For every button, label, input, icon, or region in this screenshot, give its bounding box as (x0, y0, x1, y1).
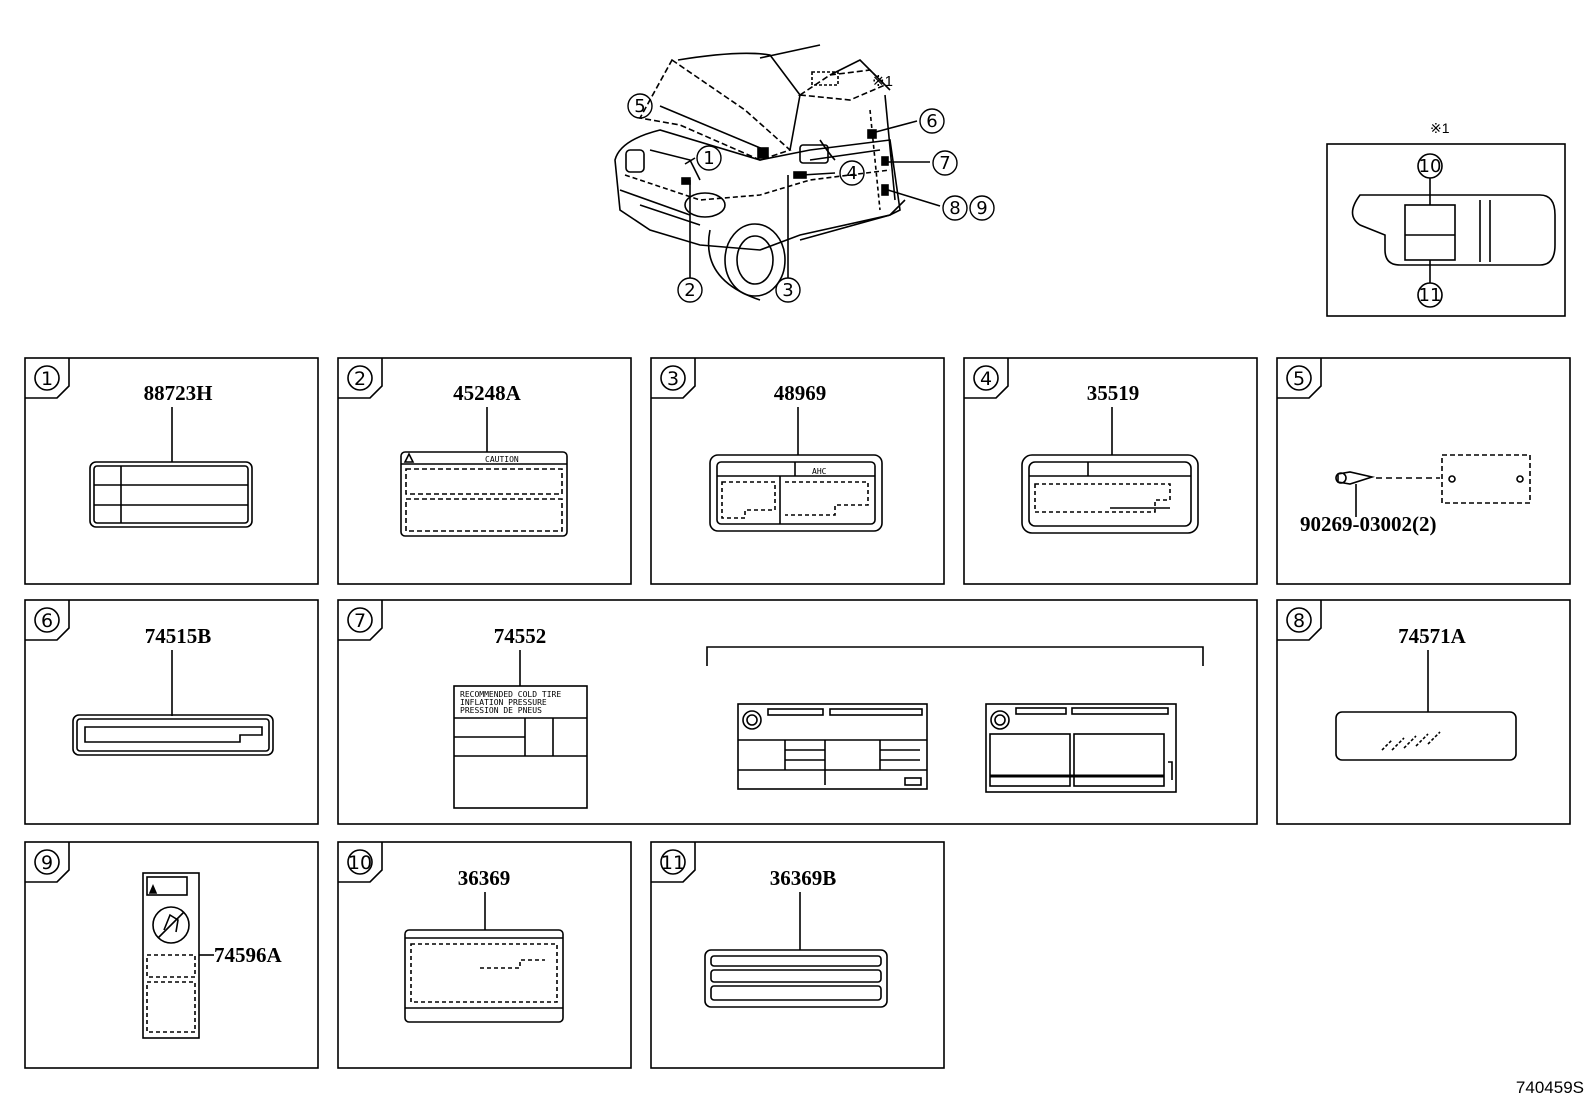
part-number: 36369B (770, 866, 837, 890)
panel-index: 3 (667, 368, 679, 390)
part-number: 35519 (1087, 381, 1140, 405)
part-number: 74596A (214, 943, 283, 967)
panel-8: 8 74571A (1276, 599, 1571, 825)
label-line: PRESSION DE PNEUS (460, 706, 542, 715)
front-wheel (724, 223, 786, 297)
panel-index: 5 (1293, 368, 1305, 390)
label-35519 (1021, 454, 1199, 534)
part-number: 90269-03002(2) (1300, 512, 1436, 536)
hood-outline (638, 58, 792, 161)
panel-index: 2 (354, 368, 366, 390)
panel-index: 10 (348, 852, 372, 874)
part-number: 74515B (145, 624, 212, 648)
panel-7: 7 74552 RECOMMENDED COLD TIRE INFLATION … (337, 599, 1258, 825)
callout-3: 3 (782, 280, 793, 301)
diagram-code: 740459S (1516, 1078, 1584, 1097)
screw-icon (1337, 471, 1376, 485)
callout-2: 2 (684, 280, 695, 301)
vehicle-overview: 5 1 2 3 4 6 7 8 9 ※1 (614, 44, 995, 303)
vehicle-body (614, 129, 901, 251)
label-caption: AHC (812, 467, 827, 476)
label-88723H (89, 461, 253, 528)
label-36369B (704, 949, 888, 1008)
part-number: 88723H (144, 381, 213, 405)
panel-10: 10 36369 (337, 841, 632, 1069)
no-child-seat-icon (152, 906, 190, 944)
panel-6: 6 74515B (24, 599, 319, 825)
panel-index: 4 (980, 368, 992, 390)
callout-9: 9 (976, 198, 987, 219)
callout-7: 7 (939, 153, 950, 174)
panel-index: 6 (41, 610, 53, 632)
note-mark: ※1 (872, 73, 893, 90)
callout-8: 8 (949, 198, 960, 219)
label-74515B (72, 714, 274, 756)
label-74571A (1335, 711, 1517, 761)
label-74552 (453, 685, 588, 809)
label-variant-b (985, 703, 1177, 793)
callout-5: 5 (634, 96, 645, 117)
part-number: 48969 (774, 381, 827, 405)
label-line: INFLATION PRESSURE (460, 698, 547, 707)
panel-1: 1 88723H (24, 357, 319, 585)
panel-index: 11 (661, 852, 685, 874)
inset-title: ※1 (1430, 120, 1450, 136)
callout-1: 1 (703, 148, 714, 169)
label-48969 (709, 454, 883, 532)
panel-index: 7 (354, 610, 366, 632)
panel-11: 11 36369B (650, 841, 945, 1069)
panel-2: 2 45248A CAUTION (337, 357, 632, 585)
panel-3: 3 48969 AHC (650, 357, 945, 585)
label-caption: CAUTION (485, 455, 519, 464)
part-number: 74571A (1398, 624, 1467, 648)
inset-callout-11: 11 (1419, 285, 1442, 306)
part-number: 74552 (494, 624, 547, 648)
panel-index: 8 (1293, 610, 1305, 632)
panel-index: 9 (41, 852, 53, 874)
label-36369 (404, 929, 564, 1023)
panel-index: 1 (41, 368, 53, 390)
label-45248A (400, 451, 568, 537)
panel-4: 4 35519 (963, 357, 1258, 585)
label-line: RECOMMENDED COLD TIRE (460, 690, 561, 699)
hood-panel (677, 52, 801, 151)
callout-6: 6 (926, 111, 937, 132)
callout-4: 4 (846, 163, 857, 184)
label-variant-a (737, 703, 928, 790)
part-number: 45248A (453, 381, 522, 405)
panel-9: 9 74596A (24, 841, 319, 1069)
part-number: 36369 (458, 866, 511, 890)
inset-callout-10: 10 (1419, 156, 1442, 177)
inset-detail: ※1 10 11 (1326, 120, 1566, 317)
panel-5: 5 90269-03002(2) (1276, 357, 1571, 585)
